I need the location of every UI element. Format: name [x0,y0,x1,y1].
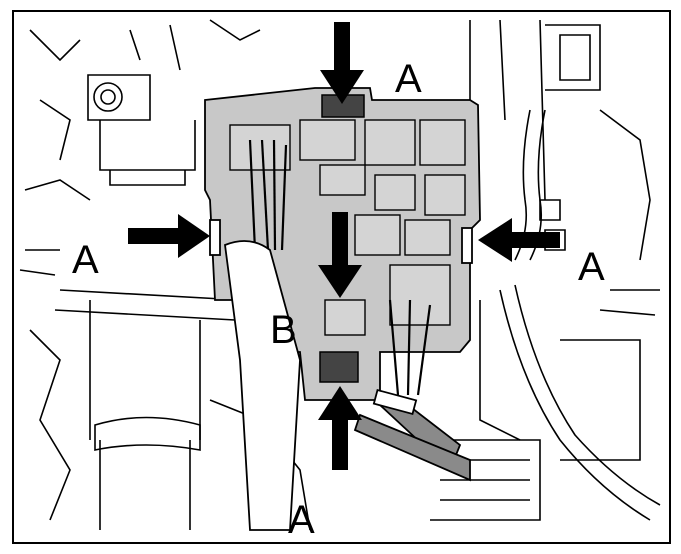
background-line-art [19,19,661,531]
label-a-left: A [72,238,99,282]
arrow-top [320,22,364,104]
arrow-right [478,218,560,262]
arrow-bottom [318,386,362,470]
label-a-top: A [395,57,422,101]
bottom-latch-tab [319,351,359,383]
cable-loom [353,388,471,482]
arrows [128,22,560,470]
label-a-bottom: A [288,498,315,542]
arrow-middle [318,212,362,298]
release-tab [224,240,301,531]
arrow-left [128,214,210,258]
label-b: B [270,308,297,352]
label-a-right: A [578,245,605,289]
